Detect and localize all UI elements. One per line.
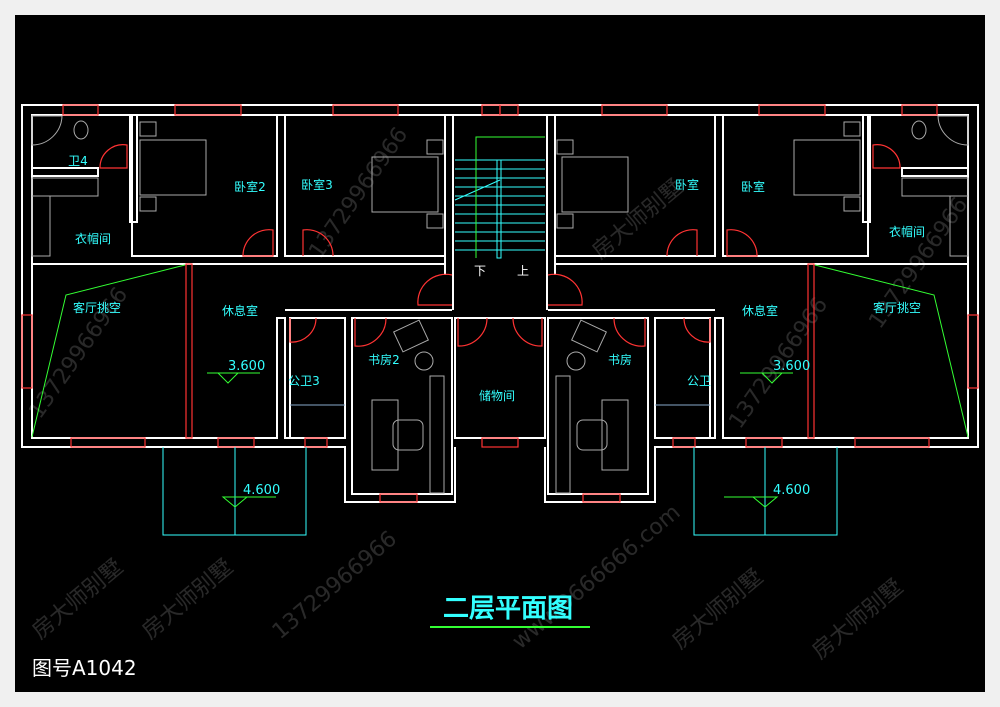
svg-text:13729966966: 13729966966: [268, 526, 402, 644]
level-floor-left: 3.600: [228, 359, 265, 374]
room-label-public-bath: 公卫: [687, 374, 711, 388]
room-label-storage: 储物间: [479, 388, 515, 403]
svg-text:房大师别墅: 房大师别墅: [588, 175, 688, 265]
svg-text:房大师别墅: 房大师别墅: [28, 555, 128, 645]
room-label-bath4: 卫4: [68, 154, 88, 168]
room-label-closet-right: 衣帽间: [889, 224, 925, 239]
drawing-title: 二层平面图: [443, 594, 573, 624]
room-label-bedroom3: 卧室3: [301, 177, 333, 192]
svg-text:房大师别墅: 房大师别墅: [138, 555, 238, 645]
svg-text:13729966966: 13729966966: [304, 123, 413, 263]
level-balcony-left: 4.600: [243, 483, 280, 498]
room-label-closet-left: 衣帽间: [75, 231, 111, 246]
svg-text:房大师别墅: 房大师别墅: [808, 575, 908, 665]
level-floor-right: 3.600: [773, 359, 810, 374]
room-label-living-void-left: 客厅挑空: [73, 300, 121, 315]
room-label-study2: 书房2: [368, 352, 400, 367]
room-label-public-bath3: 公卫3: [288, 374, 320, 388]
svg-text:房大师别墅: 房大师别墅: [668, 565, 768, 655]
room-label-living-void-right: 客厅挑空: [873, 300, 921, 315]
room-label-bedroom-b: 卧室: [741, 179, 765, 194]
drawing-canvas: [15, 15, 985, 692]
room-label-lounge-left: 休息室: [222, 303, 258, 318]
storage-room: [454, 317, 546, 448]
room-label-bedroom2: 卧室2: [234, 179, 266, 194]
svg-text:www.9666666.com: www.9666666.com: [508, 500, 686, 655]
stair-up-label: 上: [517, 264, 529, 278]
drawing-number: 图号A1042: [32, 656, 137, 680]
room-label-study: 书房: [608, 352, 632, 367]
room-label-lounge-right: 休息室: [742, 303, 778, 318]
right-wing: [499, 104, 979, 536]
room-label-bedroom-a: 卧室: [675, 177, 699, 192]
staircase: 下 上: [454, 136, 545, 278]
stair-down-label: 下: [474, 264, 486, 278]
level-balcony-right: 4.600: [773, 483, 810, 498]
